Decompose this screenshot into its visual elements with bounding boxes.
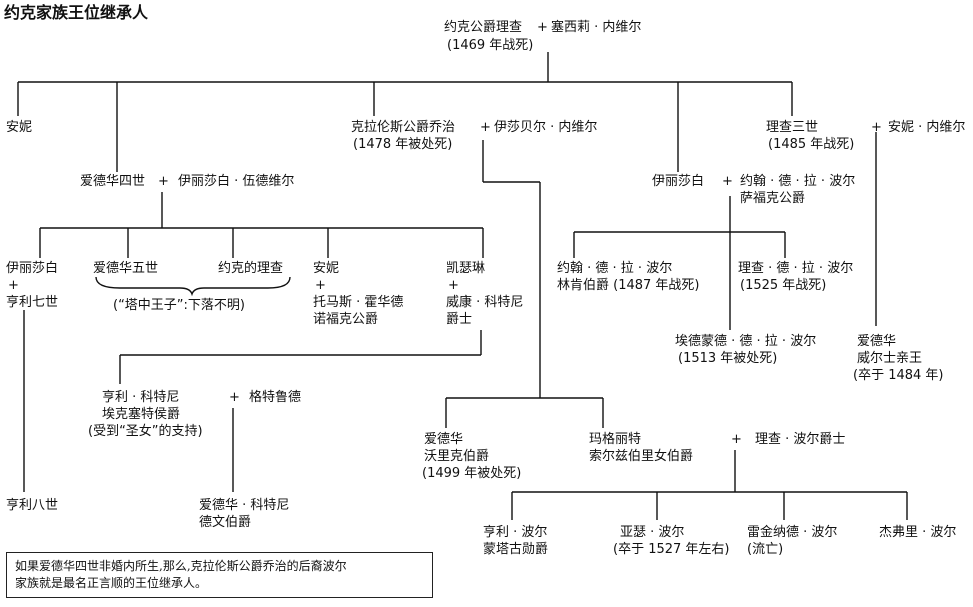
plus-sign: +: [731, 432, 742, 447]
anne-neville: 安妮 · 内维尔: [888, 120, 966, 135]
henry-pole-title: 蒙塔古勋爵: [483, 542, 549, 557]
edward-earl-of-warwick-note: (1499 年被处死): [422, 466, 522, 481]
plus-sign: +: [537, 20, 548, 35]
henry-pole: 亨利 · 波尔: [483, 525, 548, 540]
duke-of-clarence: 克拉伦斯公爵乔治: [351, 120, 456, 135]
edward-prince-of-wales-note: (卒于 1484 年): [853, 368, 944, 383]
sir-richard-pole: 理查 · 波尔爵士: [755, 432, 846, 447]
footnote-line-2: 家族就是最名正言顺的王位继承人。: [15, 576, 208, 590]
anne-of-york: 安妮: [313, 261, 340, 276]
henry-vii: 亨利七世: [6, 295, 59, 310]
edward-prince-of-wales: 爱德华: [857, 334, 897, 349]
duke-of-york: 约克公爵理查: [444, 20, 523, 35]
henry-courtenay-title: 埃克塞特侯爵: [102, 407, 181, 422]
richard-iii-note: (1485 年战死): [768, 137, 855, 152]
plus-sign: +: [722, 174, 733, 189]
arthur-pole-note: (卒于 1527 年左右): [613, 542, 730, 557]
plus-sign: +: [315, 278, 326, 293]
reginald-pole-note: (流亡): [747, 542, 784, 557]
john-de-la-pole-title: 萨福克公爵: [740, 191, 806, 206]
elizabeth-of-york: 伊丽莎白: [6, 261, 59, 276]
thomas-howard: 托马斯 · 霍华德: [313, 295, 404, 310]
edward-v: 爱德华五世: [93, 261, 159, 276]
cecily-neville: 塞西莉 · 内维尔: [551, 20, 642, 35]
margaret-pole-title: 索尔兹伯里女伯爵: [589, 449, 694, 464]
plus-sign: +: [229, 390, 240, 405]
edward-earl-of-warwick-title: 沃里克伯爵: [424, 449, 490, 464]
geoffrey-pole: 杰弗里 · 波尔: [879, 525, 957, 540]
edward-iv: 爱德华四世: [80, 174, 146, 189]
chart-title: 约克家族王位继承人: [4, 3, 149, 22]
richard-de-la-pole-note: (1525 年战死): [740, 278, 827, 293]
duke-of-clarence-note: (1478 年被处死): [353, 137, 453, 152]
henry-viii: 亨利八世: [6, 498, 59, 513]
william-courtenay-title: 爵士: [446, 312, 473, 327]
plus-sign: +: [871, 120, 882, 135]
richard-iii: 理查三世: [766, 120, 819, 135]
john-earl-of-lincoln: 约翰 · 德 · 拉 · 波尔: [557, 261, 673, 276]
plus-sign: +: [8, 278, 19, 293]
footnote-box: 如果爱德华四世非婚内所生,那么,克拉伦斯公爵乔治的后裔波尔 家族就是最名正言顺的…: [6, 552, 433, 598]
henry-courtenay: 亨利 · 科特尼: [102, 390, 180, 405]
plus-sign: +: [480, 120, 491, 135]
princes-note: (“塔中王子”:下落不明): [113, 298, 245, 313]
elizabeth-woodville: 伊丽莎白 · 伍德维尔: [178, 174, 295, 189]
isabel-neville: 伊莎贝尔 · 内维尔: [494, 120, 598, 135]
gertrude: 格特鲁德: [249, 390, 302, 405]
plus-sign: +: [158, 174, 169, 189]
elizabeth-of-york-duchess: 伊丽莎白: [652, 174, 705, 189]
edmund-de-la-pole-note: (1513 年被处死): [678, 351, 778, 366]
william-courtenay: 威康 · 科特尼: [446, 295, 524, 310]
john-de-la-pole: 约翰 · 德 · 拉 · 波尔: [740, 174, 856, 189]
footnote-line-1: 如果爱德华四世非婚内所生,那么,克拉伦斯公爵乔治的后裔波尔: [15, 559, 347, 573]
edward-prince-of-wales-title: 威尔士亲王: [857, 351, 923, 366]
plus-sign: +: [448, 278, 459, 293]
edmund-de-la-pole: 埃德蒙德 · 德 · 拉 · 波尔: [675, 334, 817, 349]
edward-courtenay: 爱德华 · 科特尼: [199, 498, 290, 513]
arthur-pole: 亚瑟 · 波尔: [620, 525, 685, 540]
henry-courtenay-note: (受到“圣女”的支持): [88, 424, 203, 439]
thomas-howard-title: 诺福克公爵: [313, 312, 379, 327]
anne: 安妮: [6, 120, 33, 135]
edward-courtenay-title: 德文伯爵: [199, 515, 252, 530]
john-earl-of-lincoln-title: 林肯伯爵 (1487 年战死): [557, 278, 700, 293]
richard-of-york: 约克的理查: [218, 261, 284, 276]
catherine: 凯瑟琳: [446, 261, 486, 276]
richard-de-la-pole: 理查 · 德 · 拉 · 波尔: [738, 261, 854, 276]
edward-earl-of-warwick: 爱德华: [424, 432, 464, 447]
reginald-pole: 雷金纳德 · 波尔: [747, 525, 838, 540]
princes-brace: [95, 276, 291, 297]
margaret-pole: 玛格丽特: [589, 432, 642, 447]
duke-of-york-note: (1469 年战死): [447, 38, 534, 53]
